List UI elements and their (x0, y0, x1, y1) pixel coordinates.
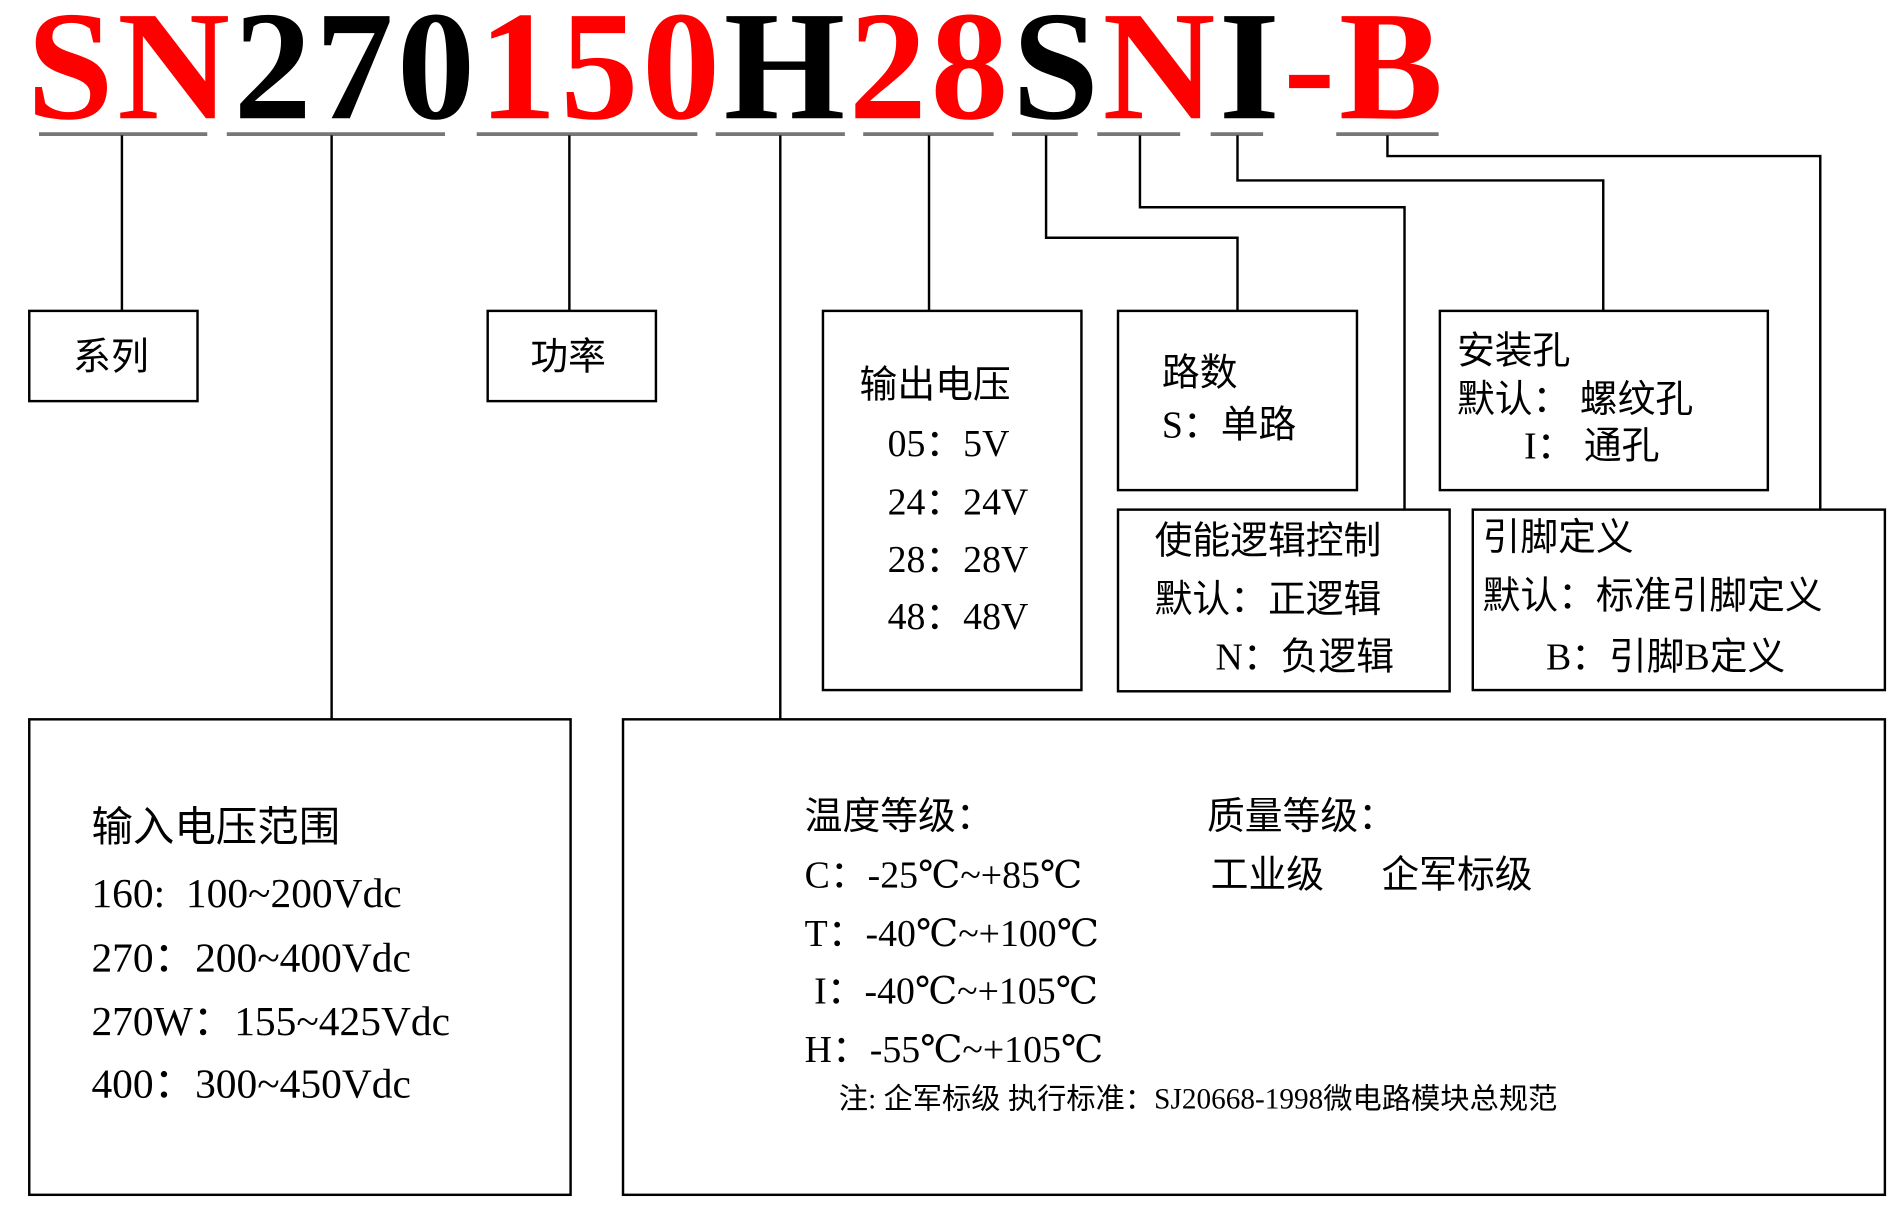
temperature-option: C：-25℃~+85℃ (804, 853, 1083, 897)
temperature-option: T：-40℃~+100℃ (804, 911, 1099, 955)
temperature-option: I：-40℃~+105℃ (804, 969, 1098, 1012)
input-voltage-option: 160: 100~200Vdc (91, 871, 402, 917)
input-voltage-option: 270W：155~425Vdc (91, 999, 451, 1045)
code-temperature: H (723, 0, 849, 153)
code-input-voltage: 270 (233, 0, 479, 153)
code-output-voltage: 28 (848, 0, 1013, 153)
pin-definition-option: 默认：标准引脚定义 (1482, 574, 1823, 617)
quality-title: 质量等级： (1207, 794, 1396, 838)
mounting-hole-option: I： 通孔 (1524, 424, 1660, 467)
quality-option: 企军标级 (1381, 853, 1533, 897)
input-voltage-option: 400：300~450Vdc (91, 1061, 411, 1108)
code-mounting-hole: I (1218, 0, 1284, 153)
code-channels: S (1012, 0, 1103, 153)
code-power: 150 (478, 0, 724, 153)
mounting-hole-title: 安装孔 (1456, 329, 1571, 372)
input-voltage-title: 输入电压范围 (91, 805, 341, 852)
pin-definition-option: B：引脚B定义 (1545, 635, 1786, 678)
pin-definition-title: 引脚定义 (1482, 515, 1634, 559)
code-series: SN (26, 0, 234, 153)
output-voltage-option: 05：5V (887, 421, 1010, 465)
enable-logic-title: 使能逻辑控制 (1154, 519, 1382, 563)
enable-logic-option: 默认：正逻辑 (1154, 577, 1382, 621)
output-voltage-option: 28：28V (887, 537, 1029, 581)
output-voltage-option: 48：48V (887, 594, 1029, 638)
quality-option: 工业级 (1210, 853, 1325, 897)
output-voltage-option: 24：24V (887, 480, 1029, 524)
part-number-code: SN270150H28SNI-B (27, 0, 1447, 152)
enable-logic-option: N：负逻辑 (1215, 635, 1395, 678)
power-label: 功率 (530, 335, 606, 378)
channels-option: S：单路 (1161, 403, 1297, 447)
input-voltage-option: 270：200~400Vdc (91, 936, 411, 982)
standard-note: 注: 企军标级 执行标准：SJ20668-1998微电路模块总规范 (838, 1083, 1558, 1116)
mounting-hole-option: 默认： 螺纹孔 (1456, 377, 1694, 421)
channels-title: 路数 (1161, 351, 1238, 394)
temperature-option: H：-55℃~+105℃ (804, 1027, 1104, 1071)
series-label: 系列 (73, 335, 149, 378)
code-pin-definition: -B (1283, 0, 1447, 153)
output-voltage-title: 输出电压 (859, 363, 1011, 406)
temperature-title: 温度等级： (804, 794, 994, 838)
code-enable-logic: N (1102, 0, 1219, 153)
